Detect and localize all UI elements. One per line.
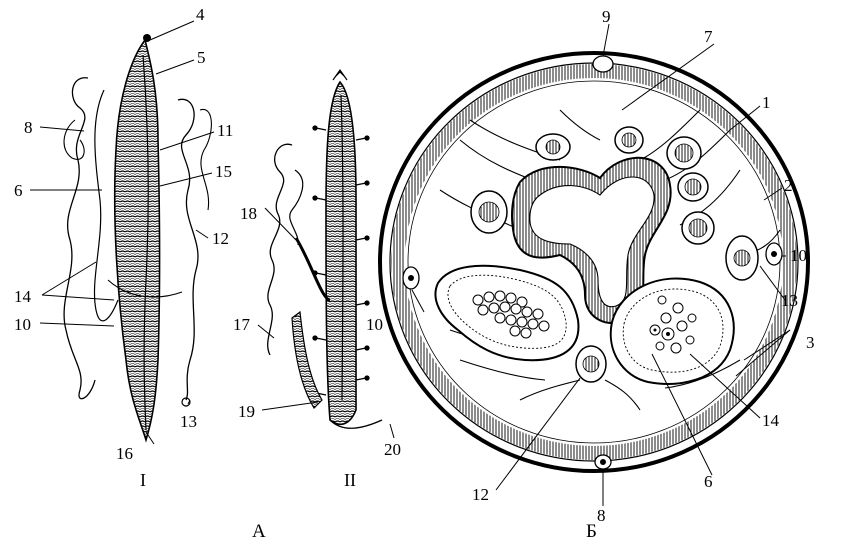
label-8-b: 8 [597, 506, 606, 525]
female-right-tubule [200, 109, 211, 210]
female-worm-body [115, 40, 160, 440]
label-4: 4 [196, 5, 205, 24]
label-8-a: 8 [24, 118, 33, 137]
male-vas-deferens [296, 238, 330, 300]
label-14-b: 14 [762, 411, 780, 430]
male-worm-figure [268, 70, 382, 428]
figure-captions: I II А Б [140, 470, 597, 541]
cross-section-figure [380, 53, 808, 471]
uterus-right [611, 278, 734, 383]
label-9: 9 [602, 7, 611, 26]
label-13-b: 13 [781, 291, 798, 310]
female-worm-head [143, 34, 151, 42]
lateral-line-left [403, 267, 419, 289]
label-1: 1 [762, 93, 771, 112]
label-7: 7 [704, 27, 713, 46]
label-15: 15 [215, 162, 232, 181]
label-6-a: 6 [14, 181, 23, 200]
female-ovary-loop [64, 120, 84, 159]
label-12-b: 12 [472, 485, 489, 504]
label-10-c: 10 [790, 246, 807, 265]
label-11: 11 [217, 121, 233, 140]
label-18: 18 [240, 204, 257, 223]
caption-part-a: А [252, 521, 266, 541]
caption-part-b: Б [586, 521, 597, 541]
male-ejaculatory-duct [292, 312, 322, 408]
male-testis-coil [268, 144, 292, 355]
label-5: 5 [197, 48, 206, 67]
caption-male: II [344, 470, 356, 490]
male-worm-body [326, 82, 356, 424]
male-vas-loop [290, 170, 303, 245]
ventral-nerve [595, 455, 611, 469]
label-16: 16 [116, 444, 133, 463]
label-19: 19 [238, 402, 255, 421]
dorsal-nerve [593, 56, 613, 72]
female-worm-figure [64, 34, 211, 440]
caption-female: I [140, 470, 146, 490]
label-12-a: 12 [212, 229, 229, 248]
lateral-line-right [766, 243, 782, 265]
label-2: 2 [784, 176, 793, 195]
label-14-a: 14 [14, 287, 32, 306]
label-3: 3 [806, 333, 815, 352]
label-10-b: 10 [366, 315, 383, 334]
label-6-b: 6 [704, 472, 713, 491]
label-17: 17 [233, 315, 251, 334]
female-right-ovary-coil [178, 99, 198, 400]
label-10-a: 10 [14, 315, 31, 334]
male-worm-lips [333, 70, 347, 80]
label-20: 20 [384, 440, 401, 459]
label-13-a: 13 [180, 412, 197, 431]
